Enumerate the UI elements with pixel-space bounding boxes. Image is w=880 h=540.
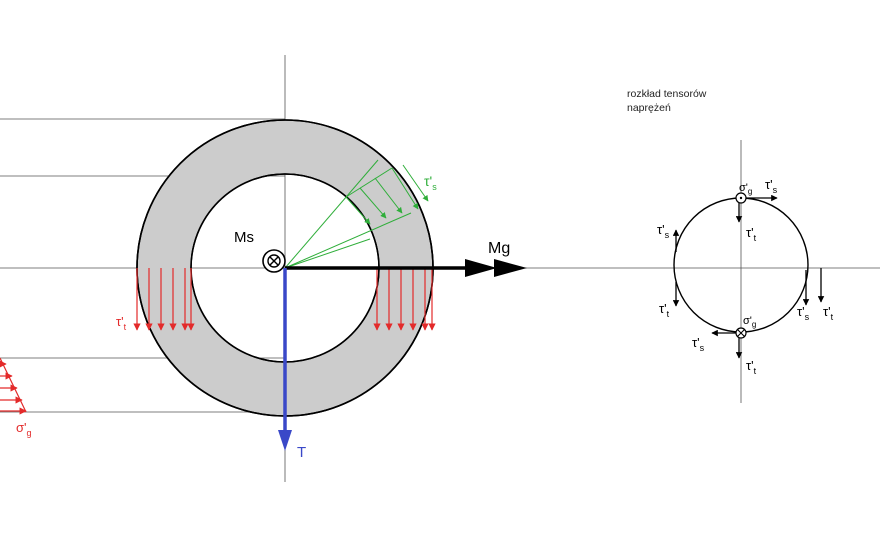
title-line-1: rozkład tensorów (627, 88, 707, 100)
tau-s-green-label: τ's (424, 173, 437, 192)
t-force-arrow (278, 268, 292, 451)
green-arrow-2 (359, 187, 387, 219)
t-label: T (297, 444, 306, 461)
green-ray-2 (284, 212, 412, 269)
red-shear-right (373, 268, 436, 331)
sigma-top-dot (739, 196, 743, 200)
sigma-bottom-cross-2 (737, 329, 745, 337)
ms-cross-2 (269, 256, 279, 266)
green-arrow-1 (345, 196, 371, 225)
green-arrow-5 (402, 164, 429, 202)
sigma-bottom-label: σ'g (743, 315, 756, 329)
ms-label: Ms (234, 229, 254, 246)
mg-arrowhead-2 (494, 259, 527, 277)
mg-moment-arrow (285, 259, 527, 277)
green-arrow-4 (391, 167, 419, 210)
sigma-top-symbol (735, 192, 747, 204)
ms-inner-circle (267, 254, 281, 268)
title-line-2: naprężeń (627, 102, 671, 114)
tau-t-right-label: τ't (823, 304, 834, 322)
tau-t-bottom-label: τ't (746, 358, 757, 376)
green-shear-distribution (284, 159, 429, 269)
green-envelope (345, 167, 393, 198)
sigma-bottom-symbol (735, 327, 747, 339)
green-ray-1 (284, 159, 379, 269)
red-bending-distribution (0, 357, 27, 415)
tau-t-leftlow-label: τ't (659, 301, 670, 319)
red-shear-left (133, 268, 195, 331)
tau-t-left-label: τ't (116, 314, 127, 332)
t-arrowhead (278, 430, 292, 451)
tau-s-bottom-label: τ's (692, 335, 705, 353)
mg-label: Mg (488, 240, 510, 257)
green-ray-3 (284, 238, 371, 269)
sigma-left-label: σ'g (16, 420, 32, 438)
tau-t-top-label: τ't (746, 225, 757, 243)
tau-s-left-label: τ's (657, 222, 670, 240)
sigma-top-label: σ'g (739, 182, 752, 196)
tau-s-top-label: τ's (765, 177, 778, 195)
green-arrow-3 (374, 177, 403, 214)
ms-torque-symbol (262, 249, 286, 273)
red-envelope (0, 357, 27, 413)
tau-s-right-label: τ's (797, 304, 810, 322)
mg-arrowhead-1 (465, 259, 497, 277)
